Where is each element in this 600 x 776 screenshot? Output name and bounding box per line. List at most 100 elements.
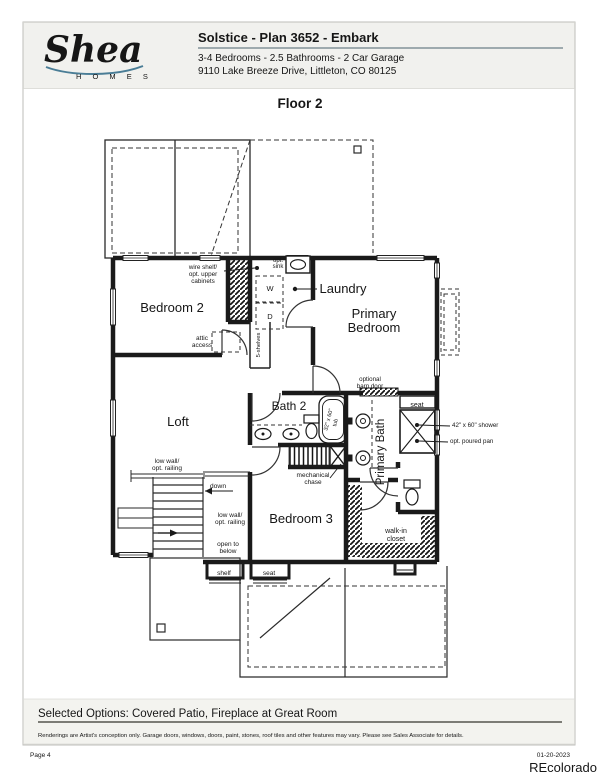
plan-label-washer: W: [266, 284, 274, 293]
shower-pan: [399, 409, 436, 454]
plan-label-shower-size: 42" x 60" shower: [452, 422, 498, 429]
plan-label-primary-bath: Primary Bath: [375, 419, 387, 485]
mechanical-chase-box: [329, 445, 347, 468]
shea-logo: Shea: [44, 29, 142, 71]
roof-outline-top-dashed: [111, 139, 374, 257]
plan-address: 9110 Lake Breeze Drive, Littleton, CO 80…: [198, 66, 397, 77]
primary-sink-2-tap: [347, 454, 353, 462]
attic-access-hatch: [211, 331, 241, 353]
plan-label-five-shelves: 5-shelves: [256, 332, 262, 357]
plan-label-loft: Loft: [167, 414, 189, 429]
plan-label-bedroom-2: Bedroom 2: [140, 300, 204, 315]
plan-label-dryer: D: [267, 312, 273, 321]
stair-landing: [117, 507, 154, 529]
opt-sink-bowl: [289, 259, 307, 270]
plan-label-walk-in-closet-1: walk-in: [384, 528, 407, 535]
plan-label-down: down: [210, 483, 226, 490]
plan-label-bath-2: Bath 2: [272, 399, 307, 413]
plan-label-attic-1: attic: [196, 335, 209, 342]
plan-label-wire-shelf-2: opt. upper: [189, 271, 217, 278]
plan-label-bedroom-3: Bedroom 3: [269, 511, 333, 526]
stair-direction-arrow: [170, 529, 178, 537]
barn-door-symbol: [359, 387, 399, 397]
linen-shelves: [288, 445, 330, 467]
page-number: Page 4: [30, 752, 51, 759]
down-arrow-head: [205, 487, 212, 495]
five-shelves-niche: [249, 322, 271, 369]
plan-label-wire-shelf-3: cabinets: [191, 278, 214, 285]
disclaimer: Renderings are Artist's conception only.…: [38, 733, 464, 739]
shower: [399, 395, 436, 454]
primary-bedroom-door: [312, 365, 341, 394]
washer-box: [255, 275, 284, 303]
date-stamp: 01-20-2023: [537, 752, 571, 759]
plan-label-tub-size-1: 32" x 60": [323, 408, 334, 431]
plan-label-open-below-2: below: [220, 548, 237, 555]
wc-toilet-tank: [403, 479, 421, 489]
plan-label-opt-sink-1: opt.: [273, 258, 283, 264]
plan-title: Solstice - Plan 3652 - Embark: [198, 30, 379, 45]
plan-label-attic-2: access: [192, 342, 213, 349]
plan-label-optional-barn-1: optional: [359, 376, 381, 383]
primary-bath-fixtures: [347, 400, 421, 506]
plan-label-low-wall-1b: opt. railing: [152, 465, 182, 472]
water-closet-door: [369, 467, 399, 497]
plan-specs: 3-4 Bedrooms - 2.5 Bathrooms - 2 Car Gar…: [198, 53, 405, 64]
page-border: [22, 21, 576, 746]
selected-options: Selected Options: Covered Patio, Firepla…: [38, 708, 337, 720]
loft-low-wall: [130, 470, 205, 482]
plan-label-seat-bedroom3: seat: [263, 570, 275, 577]
plan-label-wire-shelf-1: wire shelf/: [188, 264, 218, 271]
plan-label-tub-size-2: tub: [332, 418, 340, 427]
hall-railing: [203, 471, 250, 477]
primary-sink-2: [355, 450, 371, 466]
plan-label-shelf: shelf: [217, 570, 231, 577]
plan-label-primary-bedroom-2: Bedroom: [348, 320, 401, 335]
leaders: [223, 266, 451, 479]
recolorado-watermark: REcolorado: [529, 760, 597, 775]
optional-window-box: [440, 288, 460, 356]
shower-seat-box: [399, 395, 436, 409]
plan-label-walk-in-closet-2: closet: [387, 536, 405, 543]
bath2-sink-2: [282, 427, 300, 441]
patio-roof-dashed: [247, 585, 446, 668]
patio-outline: [149, 557, 448, 678]
bump-out-windows: [209, 569, 413, 584]
bedroom2-door: [221, 329, 248, 356]
header-band: [23, 22, 575, 89]
wc-toilet-bowl: [405, 488, 419, 506]
closet-hatching: [230, 260, 435, 558]
walkin-left-rod: [348, 485, 362, 557]
plan-label-primary-bedroom-1: Primary: [352, 306, 397, 321]
bump-outs: [205, 562, 417, 580]
bath2-sink-1: [254, 427, 272, 441]
wire-shelf-closet-hatch: [230, 260, 248, 320]
dryer-box: [255, 302, 284, 330]
plan-label-optional-barn-2: barn door: [357, 383, 384, 390]
laundry-door: [285, 299, 314, 328]
window-symbols-vertical: [109, 262, 441, 456]
plan-label-mech-chase-2: chase: [304, 479, 322, 486]
laundry-fixtures: [255, 255, 311, 330]
primary-sink-1-tap: [347, 417, 353, 425]
plan-label-low-wall-2b: opt. railing: [215, 519, 245, 526]
plan-label-opt-poured-pan: opt. poured pan: [450, 438, 494, 445]
walkin-right-rod: [421, 516, 435, 558]
roof-vent-marker: [353, 145, 362, 154]
bath2-door: [251, 392, 281, 422]
bedroom3-door: [251, 446, 281, 476]
shea-logo-swoosh: [45, 65, 144, 75]
plan-label-low-wall-1a: low wall/: [155, 458, 180, 465]
plan-label-laundry: Laundry: [320, 281, 367, 296]
plan-label-seat-shower: seat: [410, 402, 423, 409]
floor-title: Floor 2: [277, 96, 322, 111]
stairs: [117, 470, 250, 557]
bath2-fixtures: [250, 395, 348, 444]
plan-label-opt-sink-2: sink: [273, 264, 285, 270]
plan-label-open-below-1: open to: [217, 541, 239, 548]
bath2-tub: [318, 395, 348, 444]
